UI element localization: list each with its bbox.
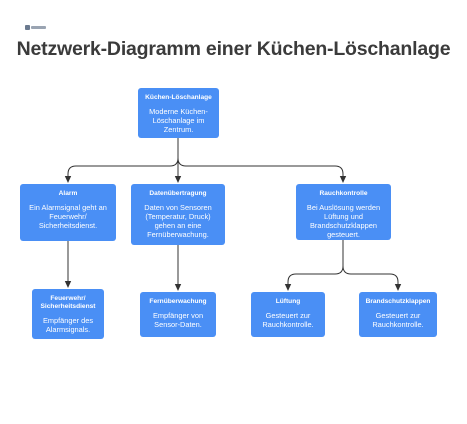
edge-smoke-vent bbox=[284, 240, 344, 291]
node-lueftung: Lüftung Gesteuert zur Rauchkontrolle. bbox=[251, 292, 325, 337]
node-description: Gesteuert zur Rauchkontrolle. bbox=[372, 311, 424, 329]
node-description: Gesteuert zur Rauchkontrolle. bbox=[262, 311, 314, 329]
node-title: Alarm bbox=[58, 190, 78, 197]
node-datenuebertragung: Datenübertragung Daten von Sensoren (Tem… bbox=[131, 184, 225, 245]
logo-text bbox=[31, 25, 46, 29]
node-title: Brandschutzklappen bbox=[365, 298, 431, 305]
node-description: Empfänger von Sensor-Daten. bbox=[152, 311, 204, 329]
node-feuerwehr-sicherheitsdienst: Feuerwehr/ Sicherheitsdienst Empfänger d… bbox=[32, 289, 104, 339]
node-title: Küchen-Löschanlage bbox=[145, 94, 212, 101]
node-title: Datenübertragung bbox=[149, 190, 207, 197]
node-brandschutzklappen: Brandschutzklappen Gesteuert zur Rauchko… bbox=[359, 292, 437, 337]
node-description: Bei Auslösung werden Lüftung und Brandsc… bbox=[306, 203, 381, 239]
node-kuechen-loeschanlage: Küchen-Löschanlage Moderne Küchen-Löscha… bbox=[138, 88, 219, 138]
diagram-title: Netzwerk-Diagramm einer Küchen-Löschanla… bbox=[16, 38, 451, 60]
node-title: Rauchkontrolle bbox=[319, 190, 368, 197]
logo bbox=[25, 24, 47, 30]
node-title: Lüftung bbox=[275, 298, 301, 305]
edge-root-alarm bbox=[64, 138, 179, 183]
edge-smoke-fdamp bbox=[342, 240, 402, 291]
node-fernueberwachung: Fernüberwachung Empfänger von Sensor-Dat… bbox=[140, 292, 216, 337]
node-title: Feuerwehr/ Sicherheitsdienst bbox=[40, 295, 96, 310]
edge-root-smoke bbox=[177, 138, 347, 183]
node-description: Moderne Küchen-Löschanlage im Zentrum. bbox=[149, 107, 208, 134]
logo-mark bbox=[25, 24, 30, 30]
node-description: Empfänger des Alarmsignals. bbox=[42, 316, 94, 334]
node-description: Daten von Sensoren (Temperatur, Druck) g… bbox=[144, 203, 212, 239]
node-rauchkontrolle: Rauchkontrolle Bei Auslösung werden Lüft… bbox=[296, 184, 391, 240]
node-description: Ein Alarmsignal geht an Feuerwehr/ Siche… bbox=[29, 203, 107, 230]
node-title: Fernüberwachung bbox=[149, 298, 207, 305]
node-alarm: Alarm Ein Alarmsignal geht an Feuerwehr/… bbox=[20, 184, 116, 241]
